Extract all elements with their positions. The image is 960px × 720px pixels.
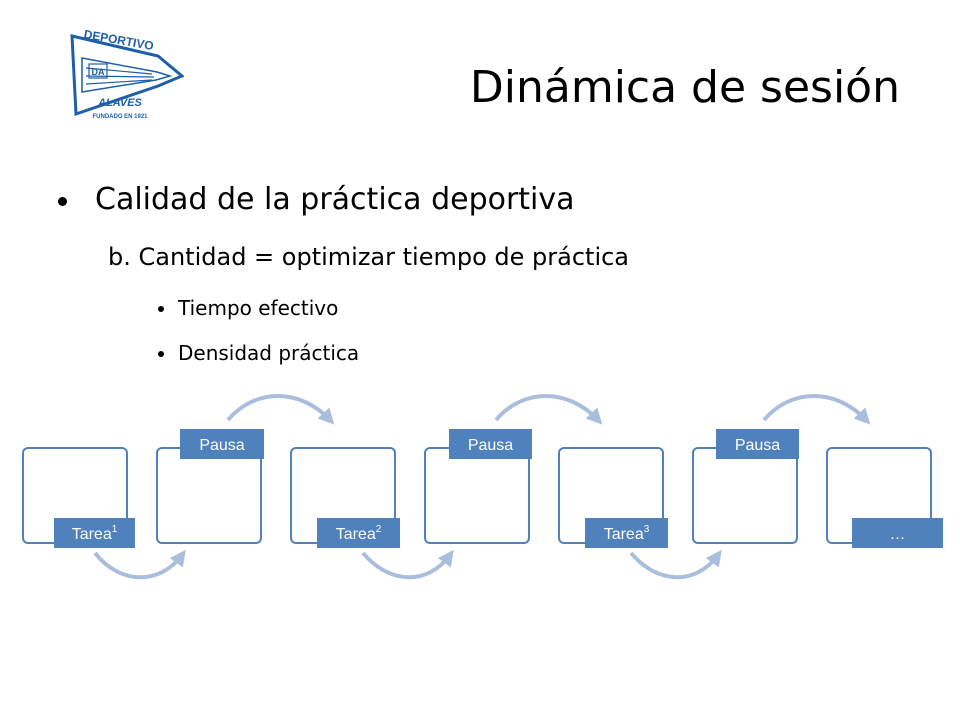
- step-labels: [54, 429, 943, 548]
- bullet-level3-text: Densidad práctica: [178, 341, 360, 365]
- label-bg-pausa-2: [449, 429, 532, 459]
- bullet-level1-text: Calidad de la práctica deportiva: [95, 182, 575, 217]
- step-label-pausa-3: Pausa: [735, 437, 780, 454]
- bullet-dot-icon: [58, 197, 67, 206]
- label-bg-tarea-3: [585, 518, 668, 548]
- bullet-level3: Tiempo efectivo: [158, 296, 338, 320]
- bullet-dot-icon: [158, 306, 164, 312]
- logo-founded-text: FUNDADO EN 1921: [92, 114, 148, 120]
- bullet-level3-text: Tiempo efectivo: [178, 296, 339, 320]
- label-bg-ellipsis: [852, 518, 943, 548]
- step-label-tarea-2: Tarea2: [336, 524, 382, 543]
- subpoint-b: b. Cantidad = optimizar tiempo de prácti…: [108, 243, 630, 271]
- bullet-level3: Densidad práctica: [158, 341, 359, 365]
- step-label-tarea-3: Tarea3: [604, 524, 650, 543]
- logo-pennant-icon: [70, 34, 184, 117]
- logo-top-text: DEPORTIVO: [83, 28, 155, 53]
- arrow-up-curve-3: [762, 394, 871, 425]
- arrow-down-curve-3: [629, 549, 722, 580]
- step-box-pausa-2: [424, 447, 530, 544]
- process-diagram: Tarea1 Pausa Tarea2 Pausa Tarea3 Pausa …: [22, 394, 943, 580]
- arrow-down-curve-1: [93, 549, 186, 580]
- slide-title: Dinámica de sesión: [469, 62, 900, 113]
- arrow-up-curve-1: [226, 394, 335, 425]
- step-box-pausa-3: [692, 447, 798, 544]
- arrow-down-curve-2: [361, 549, 454, 580]
- arrow-up-curve-2: [494, 394, 603, 425]
- step-boxes: [22, 447, 932, 544]
- step-label-tarea-1: Tarea1: [72, 524, 118, 543]
- label-bg-pausa-3: [716, 429, 799, 459]
- step-label-pausa-1: Pausa: [199, 437, 244, 454]
- club-logo: DA DEPORTIVO ALAVES FUNDADO EN 1921: [70, 28, 184, 120]
- label-bg-pausa-1: [180, 429, 264, 459]
- logo-monogram: DA: [92, 67, 105, 77]
- bullet-level1: Calidad de la práctica deportiva: [58, 182, 575, 217]
- arrows: [93, 394, 871, 580]
- label-bg-tarea-1: [54, 518, 135, 548]
- step-label-ellipsis: …: [890, 526, 906, 543]
- bullet-dot-icon: [158, 351, 164, 357]
- step-box-pausa-1: [156, 447, 262, 544]
- logo-bottom-text: ALAVES: [97, 97, 142, 109]
- step-label-pausa-2: Pausa: [468, 437, 513, 454]
- label-bg-tarea-2: [317, 518, 400, 548]
